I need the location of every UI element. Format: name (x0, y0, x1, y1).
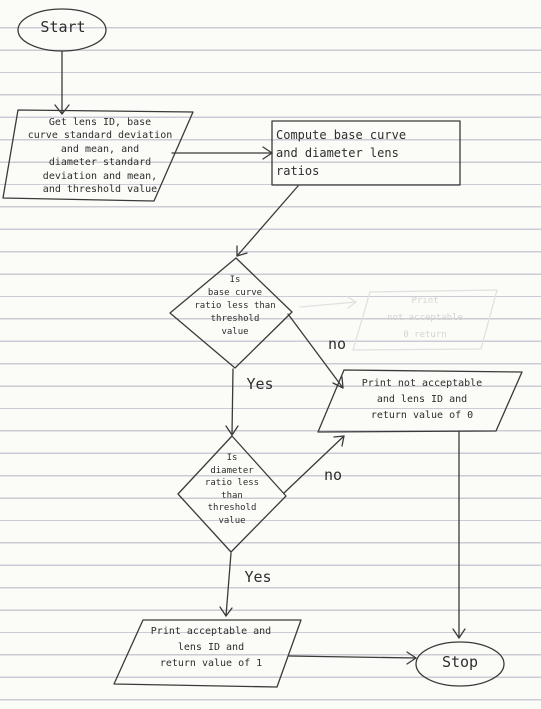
acceptable-label: Print acceptable and lens ID and return … (150, 626, 272, 669)
edge-label-base-yes: Yes (246, 375, 274, 393)
erased-draft-label: Print not acceptable 0 return (387, 296, 463, 340)
arrow-base-yes (231, 368, 234, 436)
stop-label: Stop (441, 653, 479, 671)
decision-diameter-label: Is diameter ratio less than threshold va… (204, 453, 260, 526)
compute-label: Compute base curve and diameter lens rat… (276, 128, 407, 178)
decision-base-label: Is base curve ratio less than threshold … (194, 275, 276, 337)
arrowhead (452, 628, 466, 639)
arrowhead (332, 376, 344, 389)
erased-draft-drawing (299, 289, 498, 351)
input-parallelogram (2, 109, 194, 202)
arrowhead (406, 651, 417, 665)
arrowhead (219, 606, 233, 617)
decision-base-curve-diamond (169, 257, 293, 369)
arrowhead (236, 245, 248, 257)
compute-process-box (271, 120, 461, 186)
not-acceptable-label: Print not acceptable and lens ID and ret… (361, 378, 483, 421)
acceptable-output-parallelogram (113, 619, 302, 688)
arrow-diameter-yes (225, 552, 232, 617)
arrow-compute-to-decision-base (236, 185, 299, 257)
edge-label-diameter-yes: Yes (244, 568, 272, 586)
stop-oval (415, 641, 505, 687)
start-label: Start (40, 18, 86, 36)
decision-diameter-diamond (177, 435, 287, 553)
start-oval (17, 8, 107, 52)
edge-label-diameter-no: no (323, 466, 343, 484)
arrowhead (54, 104, 70, 115)
arrow-diameter-no (283, 435, 345, 494)
not-acceptable-output-parallelogram (317, 369, 523, 433)
edge-label-base-no: no (327, 335, 347, 353)
arrowhead (225, 425, 239, 436)
arrowhead (333, 435, 345, 447)
arrow-acceptable-to-stop (288, 655, 417, 659)
input-label: Get lens ID, base curve standard deviati… (27, 117, 173, 196)
arrow-base-no (287, 313, 344, 389)
